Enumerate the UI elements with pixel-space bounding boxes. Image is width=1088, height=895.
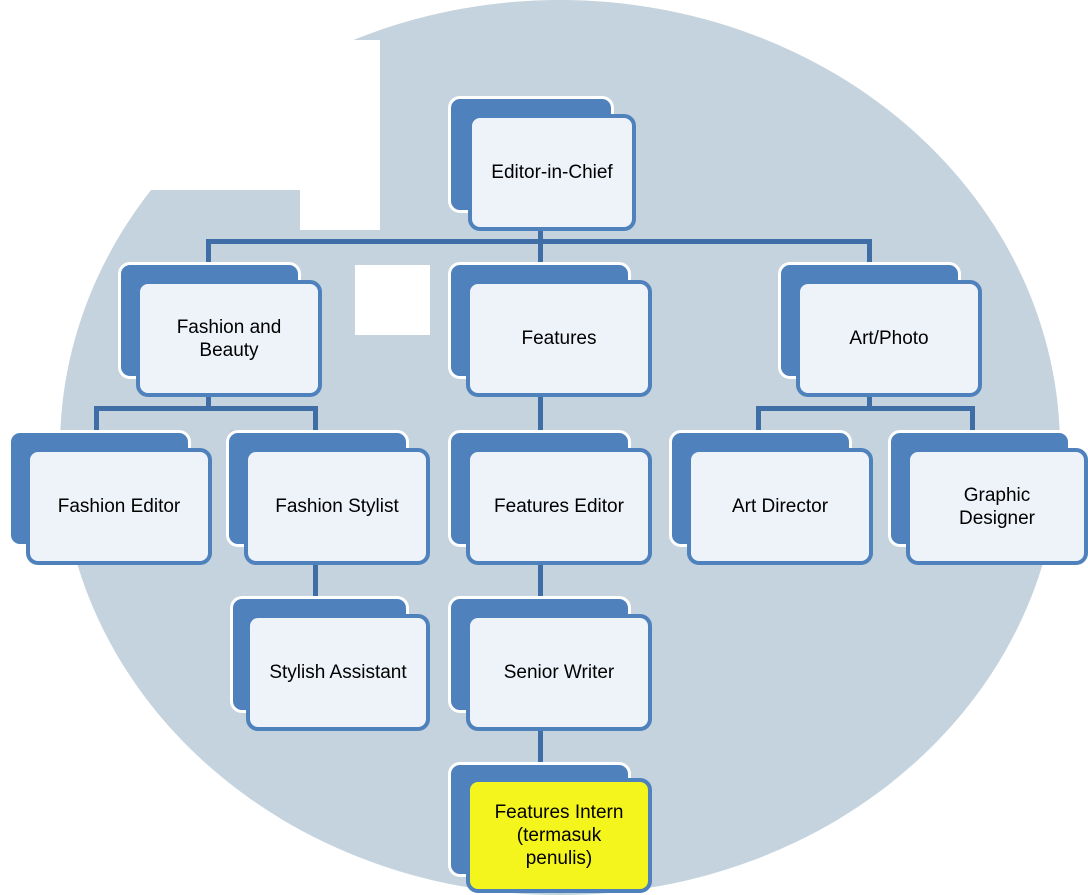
- node-box: Stylish Assistant: [246, 614, 430, 731]
- node-label: Stylish Assistant: [269, 662, 407, 683]
- connector: [538, 562, 543, 598]
- node-box: Art Director: [687, 448, 873, 565]
- connector: [538, 239, 543, 263]
- node-box: Fashion and Beauty: [136, 280, 322, 397]
- node-box: Features Editor: [466, 448, 652, 565]
- connector: [867, 239, 872, 263]
- node-label: Editor-in-Chief: [491, 162, 613, 183]
- node-box: Features: [466, 280, 652, 397]
- connector: [94, 406, 318, 411]
- node-box: Fashion Stylist: [244, 448, 430, 565]
- node-label: Fashion and Beauty: [176, 316, 282, 361]
- background-square: [355, 265, 430, 335]
- node-label: Art Director: [731, 496, 829, 517]
- connector: [756, 406, 761, 432]
- node-label: Fashion Stylist: [275, 496, 399, 517]
- node-box: Features Intern (termasuk penulis): [466, 778, 652, 893]
- connector: [313, 406, 318, 432]
- connector: [538, 228, 543, 242]
- connector: [538, 395, 543, 431]
- node-box: Editor-in-Chief: [468, 114, 636, 231]
- node-box: Art/Photo: [796, 280, 982, 397]
- node-label: Features Editor: [494, 496, 624, 517]
- node-label: Fashion Editor: [57, 496, 181, 517]
- connector: [94, 406, 99, 432]
- node-box: Fashion Editor: [26, 448, 212, 565]
- background-block: [80, 40, 380, 190]
- connector: [756, 406, 975, 411]
- node-box: Graphic Designer: [906, 448, 1088, 565]
- node-label: Features Intern (termasuk penulis): [494, 802, 624, 869]
- connector: [313, 562, 318, 598]
- node-label: Features: [521, 328, 597, 349]
- node-box: Senior Writer: [466, 614, 652, 731]
- node-label: Graphic Designer: [958, 484, 1036, 529]
- connector: [970, 406, 975, 432]
- node-label: Art/Photo: [849, 328, 929, 349]
- connector: [206, 239, 211, 263]
- node-label: Senior Writer: [503, 662, 615, 683]
- connector: [206, 395, 211, 409]
- connector: [867, 395, 872, 409]
- connector: [538, 728, 543, 764]
